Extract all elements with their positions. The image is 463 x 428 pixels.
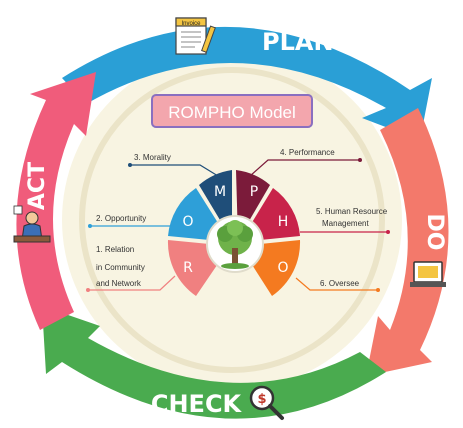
plan-arc [62,26,432,141]
person-at-desk-icon [13,205,51,243]
label-opportunity: 2. Opportunity [96,214,146,223]
svg-text:$: $ [257,392,266,407]
label-relation-line3: and Network [96,279,142,288]
letter-r: R [183,260,193,276]
label-relation-line2: in Community [96,263,145,272]
act-arc [16,72,97,330]
plan-label: PLAN [262,28,334,56]
label-oversee: 6. Oversee [320,279,360,288]
label-performance: 4. Performance [280,148,335,157]
letter-o-left: O [182,214,193,230]
letter-o-right: O [277,260,288,276]
check-arc [42,306,386,419]
letter-p: P [250,184,258,200]
title-box [151,94,313,128]
letter-h: H [278,214,289,230]
laptop-icon [410,261,446,287]
act-label: ACT [25,162,50,210]
label-hrm-line1: 5. Human Resource [316,207,388,216]
watermark-ring [79,67,385,373]
invoice-icon: Invoice [175,17,216,55]
label-hrm-line2: Management [322,219,369,228]
svg-text:Invoice: Invoice [181,21,201,27]
label-relation-line1: 1. Relation [96,245,134,254]
magnifier-dollar-icon: $ [249,385,284,420]
tree-icon [217,220,253,269]
letter-m: M [214,184,226,200]
do-label: DO [422,214,447,251]
label-morality: 3. Morality [134,153,171,162]
do-arc [366,108,449,376]
check-label: CHECK [151,390,243,418]
model-title: ROMPHO Model [168,103,296,122]
leader-lines [86,158,390,292]
